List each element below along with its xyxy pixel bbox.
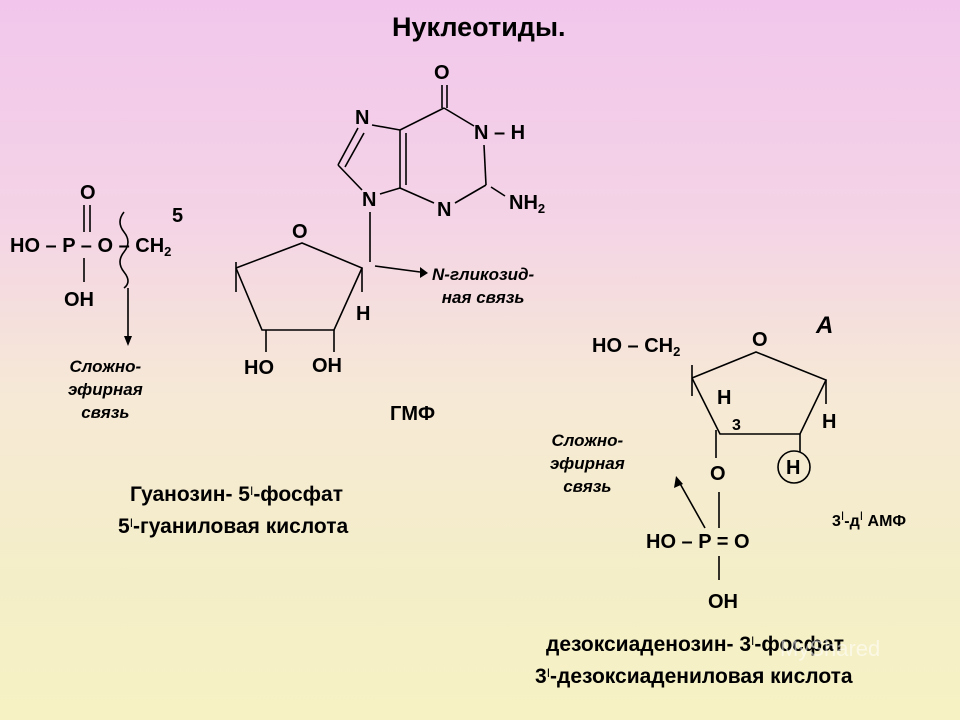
base-n3: N [437,199,452,221]
damp-phosphate-line: HO – P = O [646,531,750,553]
base-oxygen: О [434,62,450,84]
damp-ch2-line: HO – CH2 [592,335,681,359]
phosphate-line: HO – P – O – CH2 [10,235,172,259]
damp-h-1: H [822,411,837,433]
base-n7: N [355,107,370,129]
gmp-name-1: Гуанозин- 5I-фосфат [130,483,343,506]
position-5: 5 [172,205,184,227]
phosphate-oxygen: O [80,182,96,204]
gmp-abbreviation: ГМФ [390,403,436,425]
damp-h-4: H [717,387,732,409]
damp-o3: O [710,463,726,485]
page-title: Нуклеотиды. [392,12,566,42]
damp-name-1: дезоксиаденозин- 3I-фосфат [546,633,845,656]
damp-position-3: 3 [732,417,741,434]
damp-h-2: H [786,457,801,479]
gmp-name-2: 5I-гуаниловая кислота [118,515,349,538]
ribose-oh: OH [312,355,342,377]
adenine-label: А [816,312,834,339]
base-n9: N [362,189,377,211]
damp-name-2: 3I-дезоксиадениловая кислота [535,665,853,688]
damp-phosphate-oh: OH [708,591,738,613]
ribose-h: H [356,303,371,325]
ribose-oxygen: О [292,221,308,243]
glycosidic-note: N-гликозид-ная связь [432,265,535,307]
damp-abbreviation: 3I-дI АМФ [832,509,907,530]
phosphate-oh: OH [64,289,94,311]
ribose-ho: HO [244,357,274,379]
watermark: MyShared [780,636,881,661]
base-nh2: NH2 [509,192,546,216]
damp-ring-oxygen: О [752,329,768,351]
base-nh: N – H [474,122,526,144]
